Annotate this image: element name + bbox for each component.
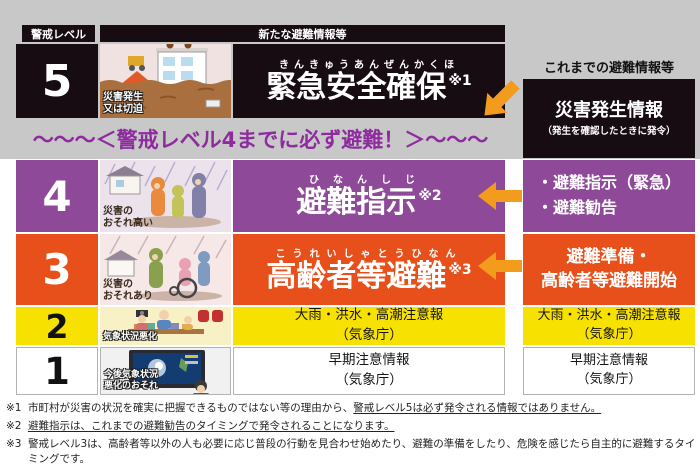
family-preparation-icon bbox=[100, 307, 231, 345]
tv-weather-icon bbox=[101, 348, 230, 394]
footnote-2: ※2 避難指示は、これまでの避難勧告のタイミングで発令されることになります。 bbox=[6, 419, 395, 432]
level-4-note-ref: ※2 bbox=[418, 188, 442, 205]
footnote-3: ※3 警戒レベル3は、高齢者等以外の人も必要に応じ普段の行動を見合わせ始めたり、… bbox=[6, 437, 696, 466]
level-5-illustration: 災害発生 又は切迫 bbox=[100, 44, 231, 118]
header-alert-level: 警戒レベル bbox=[22, 25, 95, 42]
header-new-info: 新たな避難情報等 bbox=[100, 25, 505, 42]
previous-level1-box: 早期注意情報 （気象庁） bbox=[523, 347, 695, 395]
header-previous-info: これまでの避難情報等 bbox=[523, 56, 695, 76]
level-5-caption: 災害発生 又は切迫 bbox=[103, 92, 143, 115]
level-4-furigana: ひなんしじ bbox=[309, 175, 429, 187]
previous-level5-title: 災害発生情報 bbox=[555, 100, 663, 122]
flood-scene-icon bbox=[100, 44, 231, 118]
level-5-note-ref: ※1 bbox=[448, 73, 472, 90]
previous-level5-box: 災害発生情報 （発生を確認したときに発令） bbox=[523, 79, 695, 158]
level-2-label: 大雨・洪水・高潮注意報 （気象庁） bbox=[294, 307, 444, 343]
previous-level3-box: 避難準備・ 高齢者等避難開始 bbox=[523, 234, 695, 305]
level-4-action: ひなんしじ 避難指示※2 bbox=[233, 160, 505, 232]
footnotes: ※1 市町村が災害の状況を確実に把握できるものではない等の理由から、警戒レベル5… bbox=[6, 401, 696, 469]
level-5-number: 5 bbox=[16, 44, 98, 118]
previous-level4-box: ・避難指示（緊急） ・避難勧告 bbox=[523, 160, 695, 232]
level-1-label: 早期注意情報 （気象庁） bbox=[328, 352, 410, 388]
level-5-label: 緊急安全確保※1 bbox=[266, 70, 472, 106]
level-2-caption: 気象状況悪化 bbox=[103, 331, 158, 342]
level-4-number: 4 bbox=[16, 160, 98, 232]
level-5-furigana: きんきゅうあんぜんかくほ bbox=[279, 60, 459, 72]
previous-level2-box: 大雨・洪水・高潮注意報 （気象庁） bbox=[523, 307, 695, 345]
level-4-label: 避難指示※2 bbox=[296, 185, 442, 221]
level-2-number: 2 bbox=[16, 307, 98, 346]
level-3-caption: 災害の おそれあり bbox=[103, 279, 153, 302]
level-2-action: 大雨・洪水・高潮注意報 （気象庁） bbox=[233, 307, 505, 345]
level-1-illustration: 今後気象状況 悪化のおそれ bbox=[100, 347, 231, 395]
level-3-action: こうれいしゃとうひなん 高齢者等避難※3 bbox=[233, 234, 505, 305]
header-new-info-label: 新たな避難情報等 bbox=[258, 27, 347, 41]
level-4-illustration: 災害の おそれ高い bbox=[100, 160, 231, 232]
level-3-illustration: 災害の おそれあり bbox=[100, 234, 231, 305]
level-1-caption: 今後気象状況 悪化のおそれ bbox=[104, 370, 159, 391]
header-alert-level-label: 警戒レベル bbox=[31, 27, 86, 41]
arrow-up-left-icon bbox=[475, 75, 526, 126]
previous-level5-subtitle: （発生を確認したときに発令） bbox=[542, 125, 676, 137]
arrow-left-level3-icon bbox=[478, 252, 522, 280]
level-3-number: 3 bbox=[16, 234, 98, 305]
level-1-action: 早期注意情報 （気象庁） bbox=[233, 347, 505, 395]
level-2-illustration: 気象状況悪化 bbox=[100, 307, 231, 345]
rain-evacuation-icon bbox=[100, 160, 231, 232]
arrow-left-level4-icon bbox=[478, 182, 522, 210]
level-3-note-ref: ※3 bbox=[448, 261, 472, 278]
elderly-evacuation-icon bbox=[100, 234, 231, 305]
header-previous-info-label: これまでの避難情報等 bbox=[543, 60, 674, 76]
level-4-caption: 災害の おそれ高い bbox=[103, 206, 153, 229]
level-1-number: 1 bbox=[16, 347, 98, 395]
evacuate-banner: 〜〜〜＜警戒レベル4までに必ず避難！＞〜〜〜 bbox=[32, 128, 489, 152]
level-3-label: 高齢者等避難※3 bbox=[266, 258, 472, 294]
level-5-action: きんきゅうあんぜんかくほ 緊急安全確保※1 bbox=[233, 44, 505, 118]
footnote-1: ※1 市町村が災害の状況を確実に把握できるものではない等の理由から、警戒レベル5… bbox=[6, 402, 602, 414]
level-3-furigana: こうれいしゃとうひなん bbox=[275, 248, 463, 260]
